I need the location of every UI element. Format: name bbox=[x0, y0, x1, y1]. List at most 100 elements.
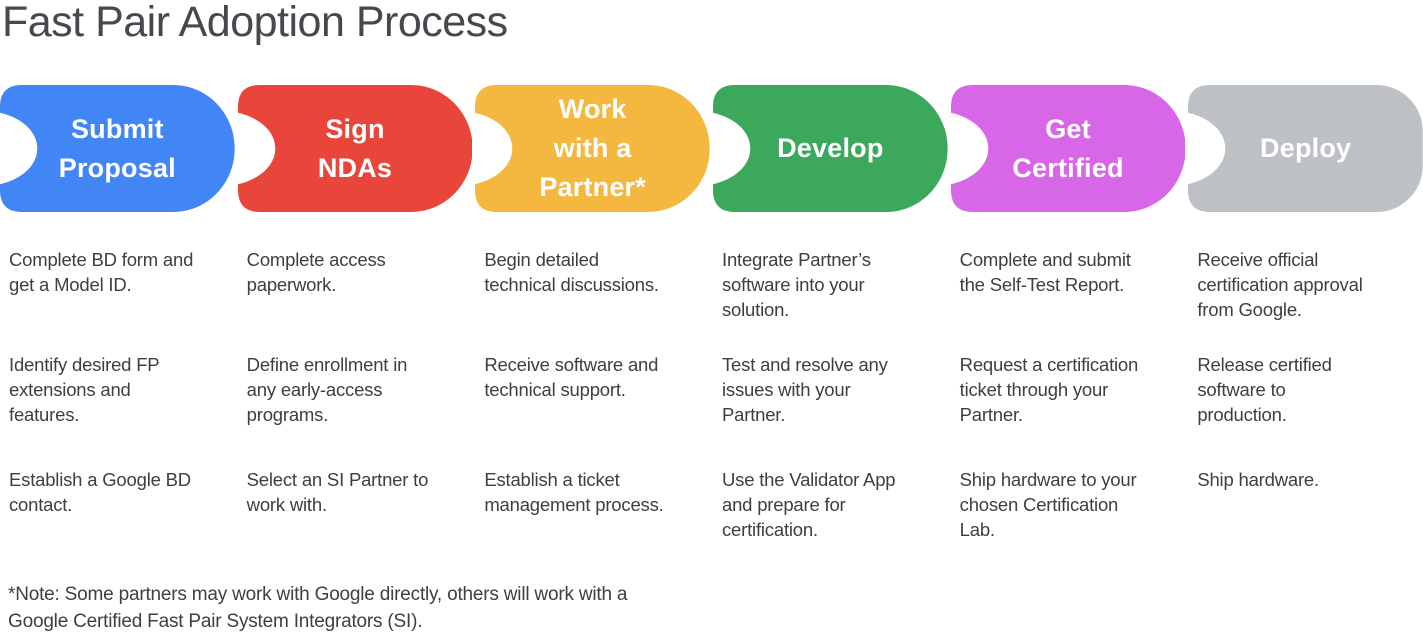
stage-notes-get-certified: Complete and submit the Self-Test Report.… bbox=[951, 247, 1186, 542]
submit-proposal-chevron-shape bbox=[0, 85, 235, 212]
stage-label-line: Develop bbox=[777, 133, 884, 163]
note-line: management process. bbox=[484, 494, 664, 515]
stage-work-with-a-partner: Work with a Partner* bbox=[475, 85, 710, 212]
note-line: Define enrollment in bbox=[246, 354, 408, 375]
note-line: the Self-Test Report. bbox=[959, 274, 1125, 295]
stage-chevron bbox=[1188, 85, 1423, 212]
note-paragraph: Establish a Google BD contact. bbox=[0, 467, 235, 517]
stage-label-work-with-a-partner: Work with a Partner* bbox=[475, 85, 710, 212]
note-line: from Google. bbox=[1197, 299, 1302, 320]
get-certified-chevron-shape bbox=[950, 85, 1186, 212]
stage-notes-grid: Complete BD form and get a Model ID. Ident… bbox=[0, 247, 1423, 542]
note-paragraph: Ship hardware. bbox=[1188, 467, 1423, 492]
note-line: Test and resolve any bbox=[722, 354, 888, 375]
note-line: Complete BD form and bbox=[9, 249, 194, 270]
note-line: extensions and bbox=[9, 379, 131, 400]
note-line: contact. bbox=[9, 494, 73, 515]
stage-label-line: Deploy bbox=[1260, 133, 1352, 163]
note-paragraph: Complete access paperwork. bbox=[238, 247, 473, 352]
note-line: Receive software and bbox=[484, 354, 659, 375]
note-line: solution. bbox=[722, 299, 790, 320]
stage-chevron bbox=[950, 85, 1186, 212]
stage-notes-develop: Integrate Partner’s software into your sol… bbox=[713, 247, 948, 542]
stage-chevron bbox=[0, 85, 235, 212]
stage-label-line: Submit bbox=[70, 113, 164, 144]
note-line: Lab. bbox=[959, 519, 995, 540]
deploy-chevron-shape bbox=[1188, 85, 1423, 212]
note-line: Use the Validator App bbox=[722, 469, 896, 490]
stage-label-develop: Develop bbox=[713, 85, 948, 212]
note-paragraph: Complete BD form and get a Model ID. bbox=[0, 247, 235, 352]
note-line: technical support. bbox=[484, 379, 626, 400]
note-line: Partner. bbox=[959, 404, 1023, 425]
stage-label-line: Sign bbox=[325, 113, 385, 144]
stage-label-line: Certified bbox=[1012, 152, 1124, 183]
sign-ndas-chevron-shape bbox=[237, 85, 473, 212]
stage-label-line: NDAs bbox=[317, 152, 393, 183]
stage-label-line: Proposal bbox=[58, 152, 176, 183]
stage-label-line: Partner* bbox=[539, 172, 646, 202]
note-line: Ship hardware. bbox=[1197, 469, 1319, 490]
stage-label-line: with a bbox=[553, 133, 632, 163]
note-line: features. bbox=[9, 404, 80, 425]
work-with-a-partner-chevron-shape bbox=[475, 85, 710, 212]
note-paragraph: Receive software and technical support. bbox=[475, 352, 710, 467]
note-line: chosen Certification bbox=[959, 494, 1119, 515]
note-line: production. bbox=[1197, 404, 1287, 425]
note-paragraph: Begin detailed technical discussions. bbox=[475, 247, 710, 352]
stage-chevron bbox=[475, 85, 710, 212]
note-line: get a Model ID. bbox=[9, 274, 132, 295]
note-line: certification approval bbox=[1197, 274, 1363, 295]
note-line: Begin detailed bbox=[484, 249, 599, 270]
stage-deploy: Deploy bbox=[1188, 85, 1423, 212]
stage-develop: Develop bbox=[713, 85, 948, 212]
note-line: Establish a Google BD bbox=[9, 469, 191, 490]
stage-notes-submit-proposal: Complete BD form and get a Model ID. Ident… bbox=[0, 247, 235, 542]
page-title: Fast Pair Adoption Process bbox=[2, 0, 508, 46]
note-line: Complete and submit bbox=[959, 249, 1131, 270]
note-line: Integrate Partner’s bbox=[722, 249, 871, 270]
stage-notes-sign-ndas: Complete access paperwork. Define enrollme… bbox=[238, 247, 473, 542]
note-paragraph: Select an SI Partner to work with. bbox=[238, 467, 473, 517]
stage-notes-work-with-a-partner: Begin detailed technical discussions. Rece… bbox=[475, 247, 710, 542]
note-line: Establish a ticket bbox=[484, 469, 620, 490]
note-paragraph: Identify desired FP extensions and feature… bbox=[0, 352, 235, 467]
note-line: software to bbox=[1197, 379, 1286, 400]
note-line: certification. bbox=[722, 519, 818, 540]
stage-chevron bbox=[237, 85, 473, 212]
stage-label-line: Get bbox=[1045, 113, 1091, 144]
note-line: Select an SI Partner to bbox=[246, 469, 429, 490]
note-line: technical discussions. bbox=[484, 274, 659, 295]
develop-chevron-shape bbox=[713, 85, 948, 212]
stage-chevron bbox=[713, 85, 948, 212]
note-paragraph: Integrate Partner’s software into your sol… bbox=[713, 247, 948, 352]
note-line: ticket through your bbox=[959, 379, 1109, 400]
note-line: Complete access bbox=[246, 249, 386, 270]
note-line: software into your bbox=[722, 274, 865, 295]
note-line: Identify desired FP bbox=[9, 354, 160, 375]
note-line: paperwork. bbox=[246, 274, 337, 295]
note-line: programs. bbox=[246, 404, 329, 425]
note-line: work with. bbox=[246, 494, 327, 515]
note-line: issues with your bbox=[722, 379, 851, 400]
stage-label-line: Work bbox=[558, 94, 627, 124]
footnote-line: Google Certified Fast Pair System Integr… bbox=[8, 611, 423, 632]
note-line: Request a certification bbox=[959, 354, 1139, 375]
footnote: *Note: Some partners may work with Googl… bbox=[8, 581, 627, 632]
note-paragraph: Establish a ticket management process. bbox=[475, 467, 710, 517]
note-line: Partner. bbox=[722, 404, 786, 425]
